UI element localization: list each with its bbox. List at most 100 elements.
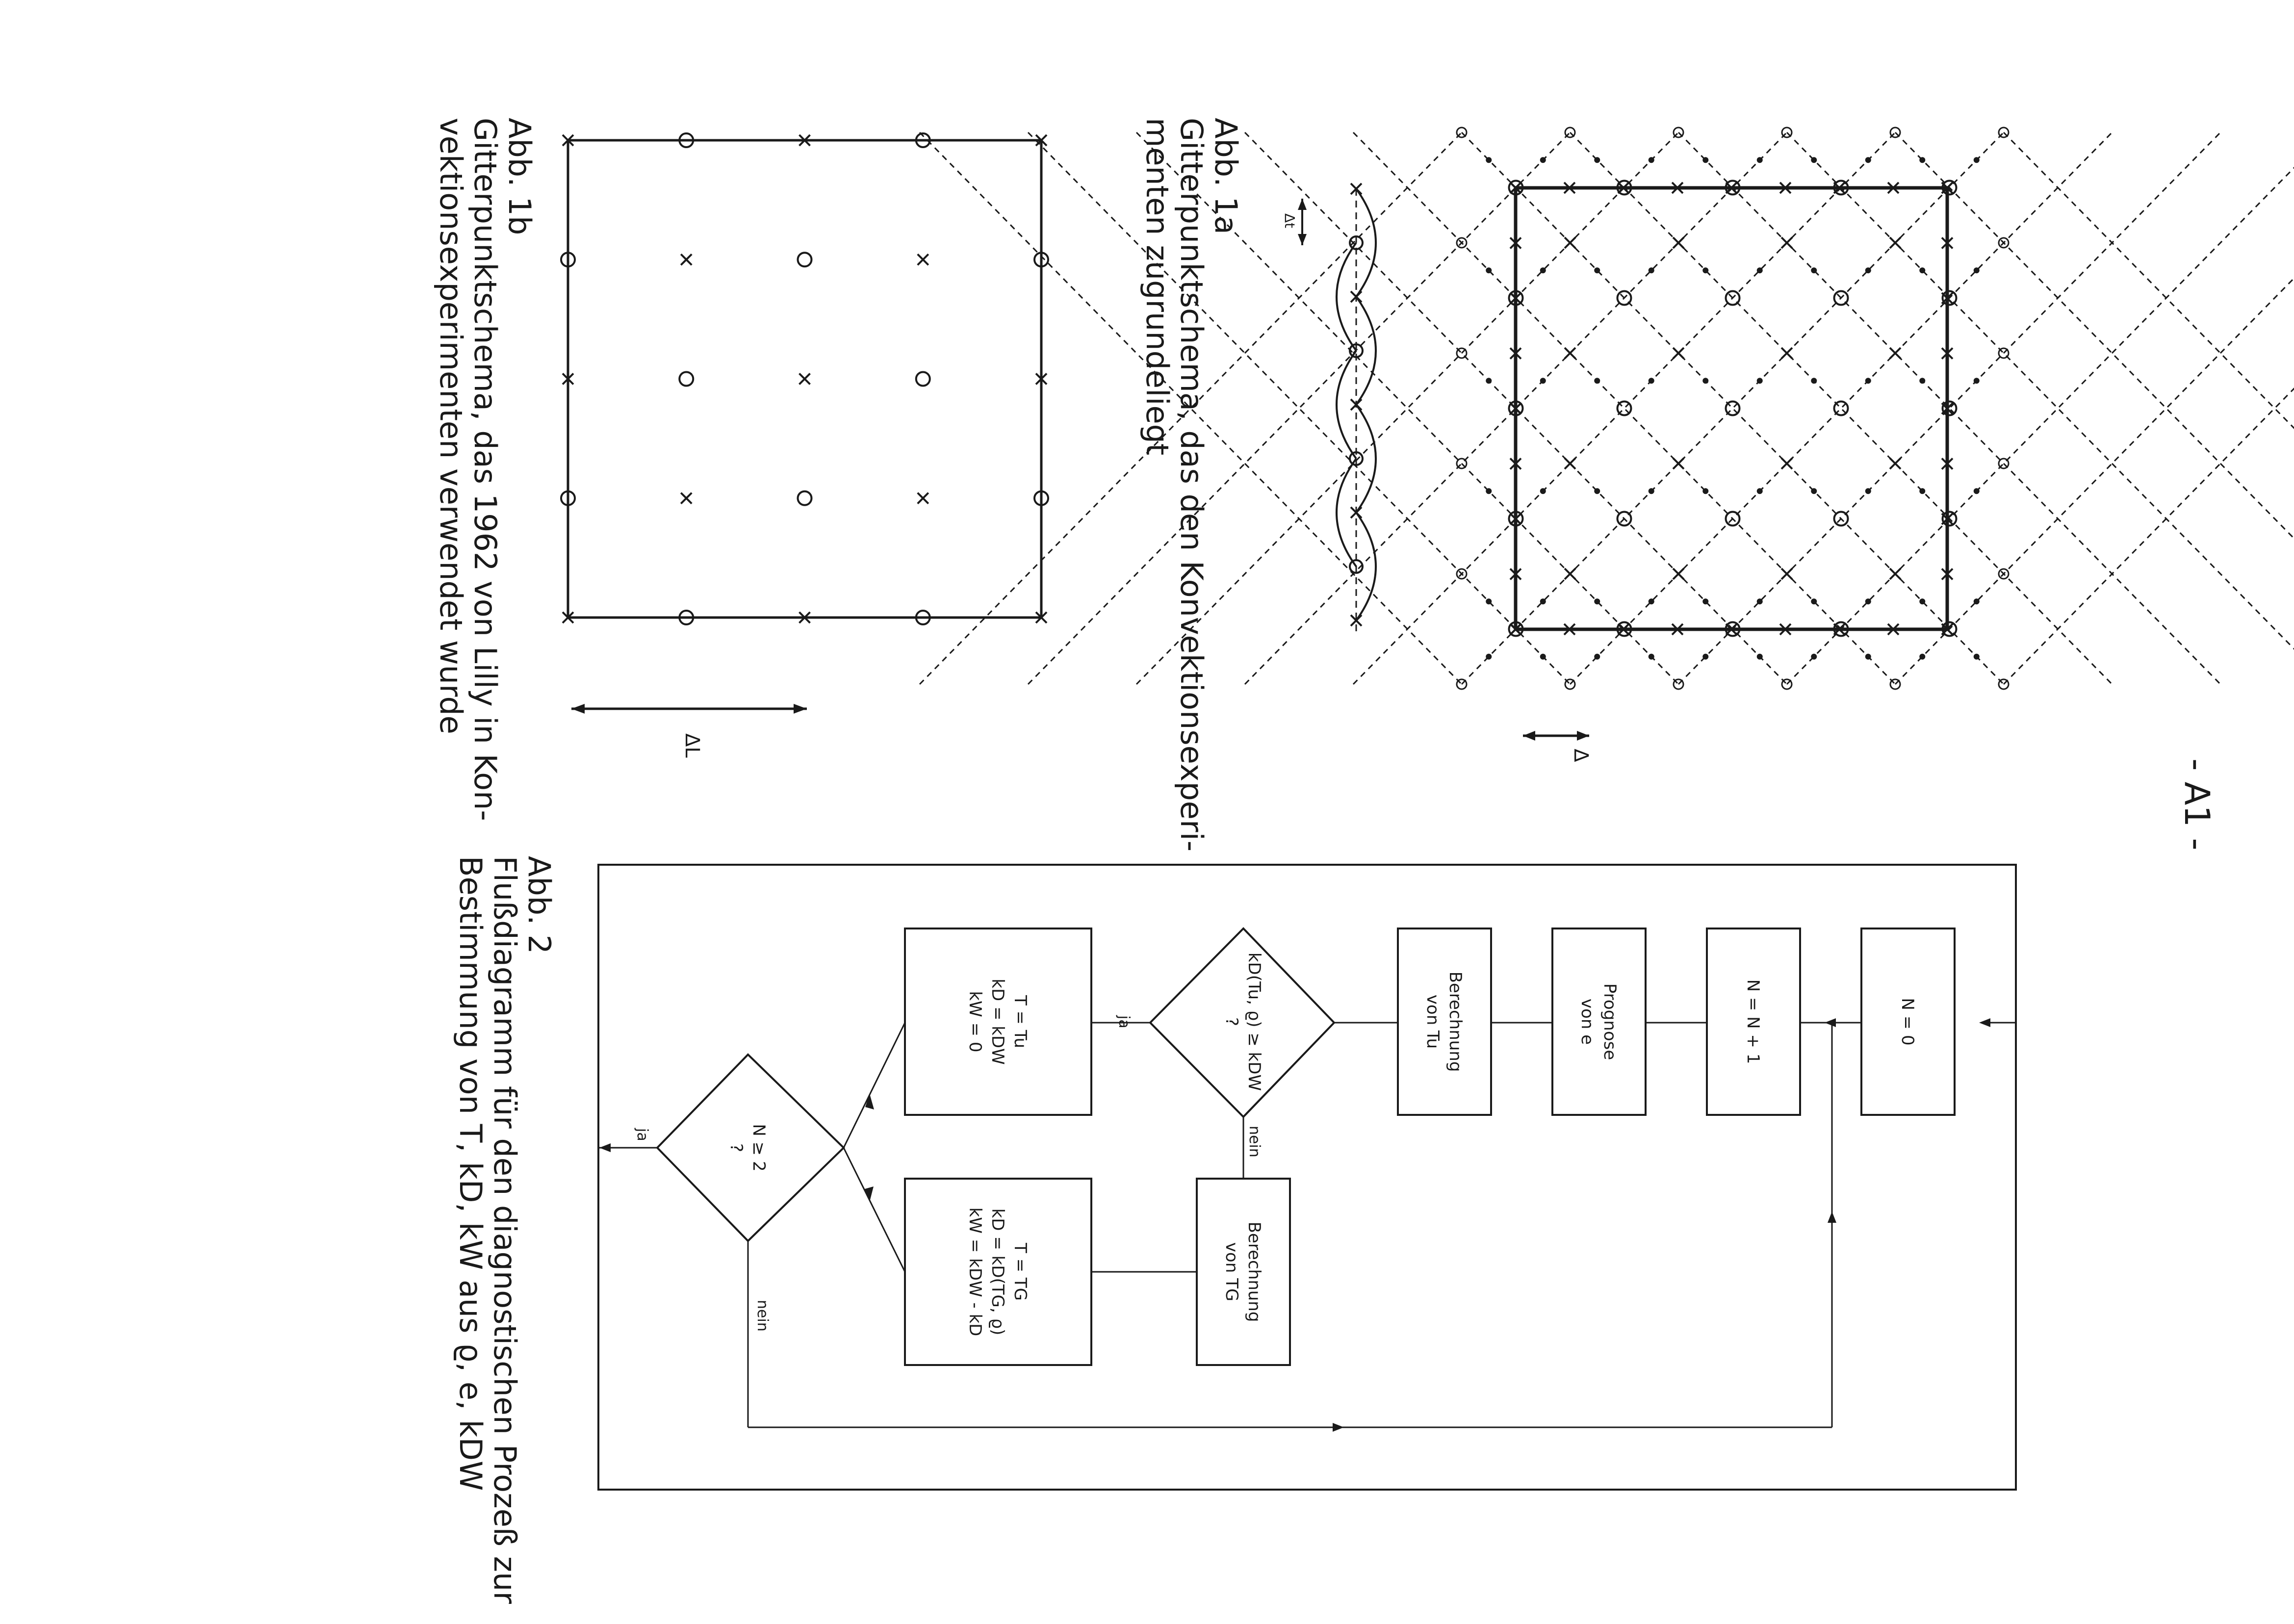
box-text-decision1: kD(Tu, ϱ) ≥ kDW? xyxy=(1222,953,1264,1091)
grid-circle xyxy=(1725,511,1741,527)
grid-dot xyxy=(1811,598,1817,605)
grid-dot xyxy=(1973,157,1980,163)
box-tu-assign xyxy=(904,928,1092,1116)
grid-circle xyxy=(1616,400,1632,416)
fig2-caption-line1: Flußdiagramm für den diagnostischen Proz… xyxy=(487,856,523,1604)
timestep-circle xyxy=(1349,235,1364,250)
lilly-cross xyxy=(1035,134,1048,147)
grid-circle xyxy=(1833,290,1849,306)
grid-diagonal xyxy=(1786,131,2294,650)
grid-dot xyxy=(1865,378,1871,384)
box-text-line: Berechnung xyxy=(1445,972,1465,1072)
grid-dot xyxy=(1756,653,1763,660)
lilly-circle xyxy=(1033,490,1049,506)
grid-dot xyxy=(1865,598,1871,605)
fig1a-timestep-schematic: Δt xyxy=(1282,182,1377,635)
lilly-cross xyxy=(1035,373,1048,385)
timestep-cross xyxy=(1350,506,1363,519)
box-text-line: kD(Tu, ϱ) ≥ kDW xyxy=(1244,953,1264,1091)
grid-dot xyxy=(1756,378,1763,384)
grid-cross xyxy=(1672,236,1685,249)
outer-small-circle xyxy=(1456,127,1468,138)
grid-cross xyxy=(1672,457,1685,470)
grid-dot xyxy=(1865,157,1871,163)
outer-small-circle xyxy=(1998,458,2010,469)
fig1b-caption-line1: Gitterpunktschema, das 1962 von Lilly in… xyxy=(467,118,503,821)
box-text-line: von Tu xyxy=(1423,995,1443,1049)
grid-dot xyxy=(1486,488,1492,494)
grid-cross xyxy=(1780,236,1793,249)
grid-dot xyxy=(1540,157,1546,163)
box-text-line: Prognose xyxy=(1600,983,1620,1060)
grid-dot xyxy=(1973,488,1980,494)
label-nein-2: nein xyxy=(754,1300,771,1332)
fig1a-delta-arrow: Δ xyxy=(1523,731,1592,762)
grid-dot xyxy=(1594,488,1600,494)
lilly-circle xyxy=(915,610,931,625)
grid-diagonal xyxy=(2003,387,2294,685)
fig1b-caption-label: Abb. 1b xyxy=(502,118,538,235)
flowchart-frame xyxy=(597,864,2017,1491)
grid-cross xyxy=(1889,567,1902,580)
lilly-circle xyxy=(915,371,931,387)
lilly-circle xyxy=(678,371,695,387)
grid-cross xyxy=(1564,347,1576,360)
grid-circle xyxy=(1941,290,1958,306)
grid-dot xyxy=(1702,378,1709,384)
lilly-cross xyxy=(680,253,693,266)
grid-diagonal xyxy=(1786,167,2294,685)
grid-dot xyxy=(1648,378,1654,384)
grid-dot xyxy=(1756,488,1763,494)
box-text-line: von e xyxy=(1577,999,1597,1045)
outer-small-circle xyxy=(1889,127,1901,138)
outer-small-circle xyxy=(1673,678,1684,690)
grid-dot xyxy=(1919,378,1926,384)
grid-dot xyxy=(1973,598,1980,605)
grid-dot xyxy=(1702,157,1709,163)
grid-cross xyxy=(1780,567,1793,580)
outer-small-circle xyxy=(1998,678,2010,690)
timestep-circle xyxy=(1349,559,1364,574)
grid-dot xyxy=(1702,267,1709,274)
box-text-line: von TG xyxy=(1222,1242,1241,1301)
grid-dot xyxy=(1594,653,1600,660)
fig1a-square xyxy=(1514,186,1949,631)
grid-circle xyxy=(1616,290,1632,306)
lilly-circle xyxy=(678,610,695,625)
outer-small-circle xyxy=(1456,678,1468,690)
grid-dot xyxy=(1594,378,1600,384)
grid-dot xyxy=(1865,488,1871,494)
box-berech-tg xyxy=(1196,1178,1291,1366)
grid-cross xyxy=(1564,457,1576,470)
grid-dot xyxy=(1756,598,1763,605)
grid-dot xyxy=(1702,653,1709,660)
grid-dot xyxy=(1919,488,1926,494)
grid-diagonal xyxy=(1894,131,2294,540)
outer-small-circle xyxy=(1456,568,1468,580)
box-text-line: ? xyxy=(1222,1017,1241,1026)
grid-cross xyxy=(1889,457,1902,470)
outer-small-circle xyxy=(1456,237,1468,249)
box-text-n-inc: N = N + 1 xyxy=(1743,980,1763,1064)
box-prognose xyxy=(1551,928,1647,1116)
lilly-cross xyxy=(799,373,811,385)
lilly-circle xyxy=(797,490,813,506)
box-berech-tu xyxy=(1397,928,1492,1116)
grid-diagonal xyxy=(1894,277,2294,685)
grid-dot xyxy=(1756,157,1763,163)
outer-small-circle xyxy=(1998,568,2010,580)
lilly-cross xyxy=(562,373,574,385)
outer-small-circle xyxy=(1998,127,2010,138)
outer-small-circle xyxy=(1889,678,1901,690)
fig1a-delta-label: Δ xyxy=(1570,748,1592,762)
fig2-caption-label: Abb. 2 xyxy=(521,856,557,954)
grid-cross xyxy=(1672,347,1685,360)
grid-diagonal xyxy=(2003,131,2294,429)
fig1a-grid xyxy=(919,127,2294,690)
outer-small-circle xyxy=(1456,458,1468,469)
grid-dot xyxy=(1648,157,1654,163)
